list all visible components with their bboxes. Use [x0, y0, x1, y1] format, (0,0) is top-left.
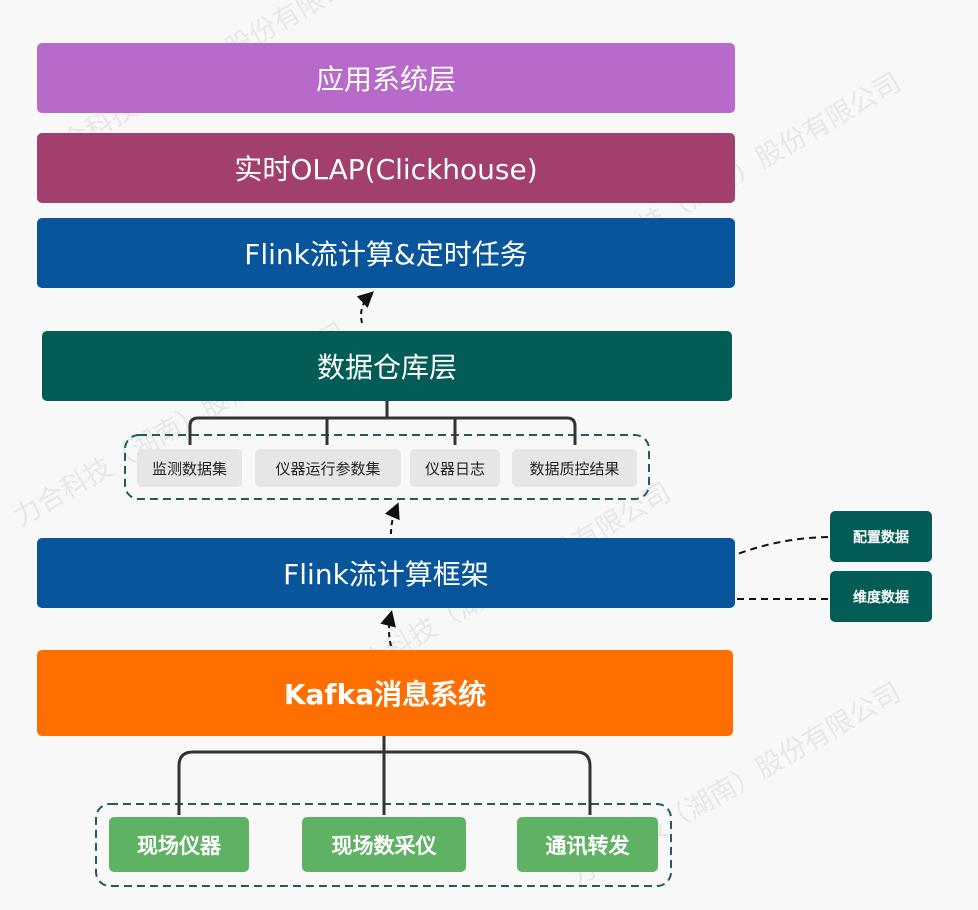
warehouse-layer: 数据仓库层: [42, 331, 732, 401]
arrow-config-to-flink: [712, 536, 829, 566]
source-comm-forwarding: 通讯转发: [517, 817, 658, 872]
dataset-instrument-log: 仪器日志: [410, 449, 500, 487]
flink-framework-layer: Flink流计算框架: [37, 538, 735, 608]
source-field-instrument: 现场仪器: [109, 817, 249, 872]
arrow-warehouse-to-flink-tasks: [356, 291, 374, 324]
dataset-group-box: [124, 434, 650, 500]
arrow-datasets-to-warehouse: [384, 502, 400, 535]
app-layer: 应用系统层: [37, 43, 735, 113]
kafka-layer: Kafka消息系统: [37, 650, 733, 736]
source-data-collector: 现场数采仪: [302, 817, 466, 872]
config-data-box: 配置数据: [830, 511, 932, 562]
arrow-kafka-to-flink-framework: [380, 610, 396, 647]
dimension-data-box: 维度数据: [830, 571, 932, 622]
dataset-instrument-params: 仪器运行参数集: [255, 449, 401, 487]
flink-tasks-layer: Flink流计算&定时任务: [37, 218, 735, 288]
dataset-monitoring: 监测数据集: [137, 449, 242, 487]
kafka-tree: [177, 736, 592, 815]
warehouse-tree: [188, 401, 577, 445]
dataset-quality-control: 数据质控结果: [512, 449, 637, 487]
olap-layer: 实时OLAP(Clickhouse): [37, 133, 735, 203]
